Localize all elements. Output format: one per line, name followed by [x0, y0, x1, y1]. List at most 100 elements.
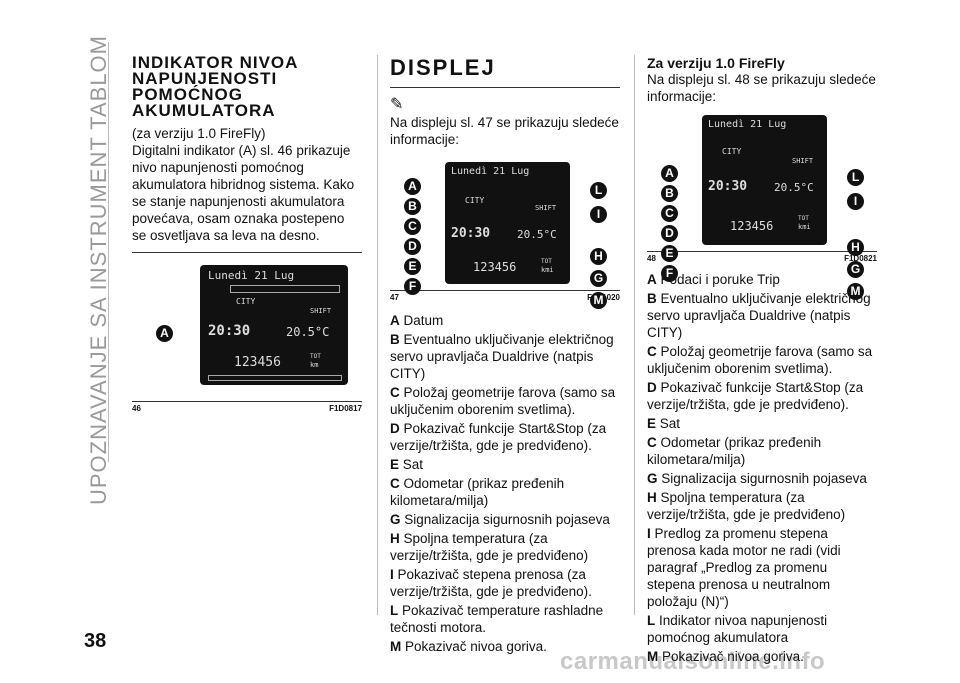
legend-item: G Signalizacija sigurnosnih pojaseva	[390, 511, 620, 528]
legend-key: A	[647, 272, 657, 287]
legend-item: C Odometar (prikaz pređenih kilometara/m…	[647, 434, 877, 468]
divider	[132, 252, 362, 253]
callout-label: A	[661, 165, 678, 182]
legend-text: Odometar (prikaz pređenih kilometara/mil…	[647, 435, 822, 467]
legend-text: Eventualno uključivanje električnog serv…	[390, 332, 614, 381]
lcd-date: Lunedì 21 Lug	[208, 269, 295, 282]
fuel-bar	[208, 375, 342, 381]
page-number: 38	[84, 630, 107, 652]
legend-key: L	[390, 603, 399, 618]
lcd-tot: TOT	[798, 215, 809, 222]
figure-number: 48	[647, 254, 656, 263]
figure-code: F1D0817	[329, 404, 362, 413]
legend-item: D Pokazivač funkcije Start&Stop (za verz…	[390, 420, 620, 454]
intro-text: Na displeju sl. 47 se prikazuju sledeće …	[390, 115, 619, 147]
callout-label: B	[661, 185, 678, 202]
section-heading: Za verziju 1.0 FireFly	[647, 55, 785, 71]
lcd-display: Lunedì 21 Lug CITY SHIFT 20:30 20.5°C 12…	[200, 265, 348, 385]
lcd-city: CITY	[465, 196, 485, 205]
legend-text: Predlog za promenu stepena prenosa kada …	[647, 526, 841, 609]
legend-item: M Pokazivač nivoa goriva.	[647, 648, 877, 665]
callout-label: G	[847, 261, 864, 278]
legend-text: Indikator nivoa napunjenosti pomoćnog ak…	[647, 613, 828, 645]
lcd-tot: TOT	[541, 258, 552, 265]
legend-text: Sat	[402, 457, 424, 472]
legend-key: D	[647, 380, 657, 395]
legend-item: B Eventualno uključivanje električnog se…	[390, 331, 620, 382]
lcd-unit: km	[310, 361, 319, 369]
legend-item: B Eventualno uključivanje električnog se…	[647, 290, 877, 341]
legend-key: C	[390, 385, 400, 400]
legend-item: H Spoljna temperatura (za verzije/tržišt…	[647, 489, 877, 523]
legend-key: C	[390, 476, 400, 491]
legend-text: Položaj geometrije farova (samo sa uklju…	[390, 385, 616, 417]
legend-item: E Sat	[647, 415, 877, 432]
legend-item: G Signalizacija sigurnosnih pojaseva	[647, 470, 877, 487]
legend-item: C Odometar (prikaz pređenih kilometara/m…	[390, 475, 620, 509]
legend-text: Pokazivač funkcije Start&Stop (za verzij…	[390, 421, 607, 453]
figure-47: Lunedì 21 Lug CITY SHIFT 20:30 20.5°C 12…	[390, 152, 620, 309]
legend-text: Položaj geometrije farova (samo sa uklju…	[647, 344, 873, 376]
callout-label: L	[847, 169, 864, 186]
intro-text: Na displeju sl. 48 se prikazuju sledeće …	[647, 72, 876, 104]
legend-text: Signalizacija sigurnosnih pojaseva	[661, 471, 867, 486]
callout-label: I	[847, 193, 864, 210]
lcd-date: Lunedì 21 Lug	[451, 166, 530, 177]
divider	[390, 87, 620, 88]
figure-caption: 46 F1D0817	[132, 402, 362, 413]
figure-caption: 48 F1D0821	[647, 252, 877, 263]
version-note: (za verziju 1.0 FireFly)	[132, 126, 266, 141]
legend-key: C	[647, 435, 657, 450]
lcd-time: 20:30	[451, 226, 491, 241]
lcd-unit: kmi	[798, 223, 811, 231]
callout-label: L	[590, 182, 607, 199]
legend-key: I	[390, 567, 394, 582]
callout-label: G	[590, 270, 607, 287]
legend-key: I	[647, 526, 651, 541]
legend-item: C Položaj geometrije farova (samo sa ukl…	[647, 343, 877, 377]
legend-text: Signalizacija sigurnosnih pojaseva	[404, 512, 610, 527]
legend-text: Podaci i poruke Trip	[660, 272, 780, 287]
lcd-time: 20:30	[208, 323, 251, 339]
legend-item: H Spoljna temperatura (za verzije/tržišt…	[390, 530, 620, 564]
display-icon: ✎	[390, 96, 404, 113]
callout-label: A	[404, 178, 421, 195]
legend-text: Pokazivač nivoa goriva.	[405, 639, 547, 654]
legend-key: G	[390, 512, 401, 527]
legend-key: E	[647, 416, 657, 431]
lcd-odometer: 123456	[730, 219, 774, 233]
column-firefly: Za verziju 1.0 FireFly Na displeju sl. 4…	[647, 55, 877, 667]
column-divider	[634, 55, 635, 615]
legend-key: H	[647, 490, 657, 505]
callout-label: M	[590, 292, 607, 309]
callout-label: B	[404, 198, 421, 215]
watermark: carmanualsonline.info	[560, 648, 826, 675]
legend-item: D Pokazivač funkcije Start&Stop (za verz…	[647, 379, 877, 413]
column-divider	[377, 55, 378, 615]
legend-text: Pokazivač stepena prenosa (za verzije/tr…	[390, 567, 592, 599]
callout-label: C	[404, 218, 421, 235]
legend-key: B	[647, 291, 657, 306]
lcd-shift: SHIFT	[792, 157, 814, 165]
callout-label: F	[404, 278, 421, 295]
legend-item: C Položaj geometrije farova (samo sa ukl…	[390, 384, 620, 418]
legend-item: L Pokazivač temperature rashladne tečnos…	[390, 602, 620, 636]
figure-number: 46	[132, 404, 141, 413]
lcd-tot: TOT	[310, 353, 321, 360]
lcd-shift: SHIFT	[310, 307, 332, 315]
callout-label: C	[661, 205, 678, 222]
figure-code: F1D0821	[844, 254, 877, 263]
legend-key: H	[390, 531, 400, 546]
lcd-display: Lunedì 21 Lug CITY SHIFT 20:30 20.5°C 12…	[445, 162, 570, 284]
legend-list: A Podaci i poruke Trip B Eventualno uklju…	[647, 271, 877, 665]
callout-label: I	[590, 206, 607, 223]
figure-number: 47	[390, 293, 399, 302]
lcd-city: CITY	[722, 147, 742, 156]
legend-text: Pokazivač funkcije Start&Stop (za verzij…	[647, 380, 864, 412]
legend-item: M Pokazivač nivoa goriva.	[390, 638, 620, 655]
callout-label: H	[590, 248, 607, 265]
legend-item: A Podaci i poruke Trip	[647, 271, 877, 288]
legend-item: E Sat	[390, 456, 620, 473]
legend-key: L	[647, 613, 656, 628]
